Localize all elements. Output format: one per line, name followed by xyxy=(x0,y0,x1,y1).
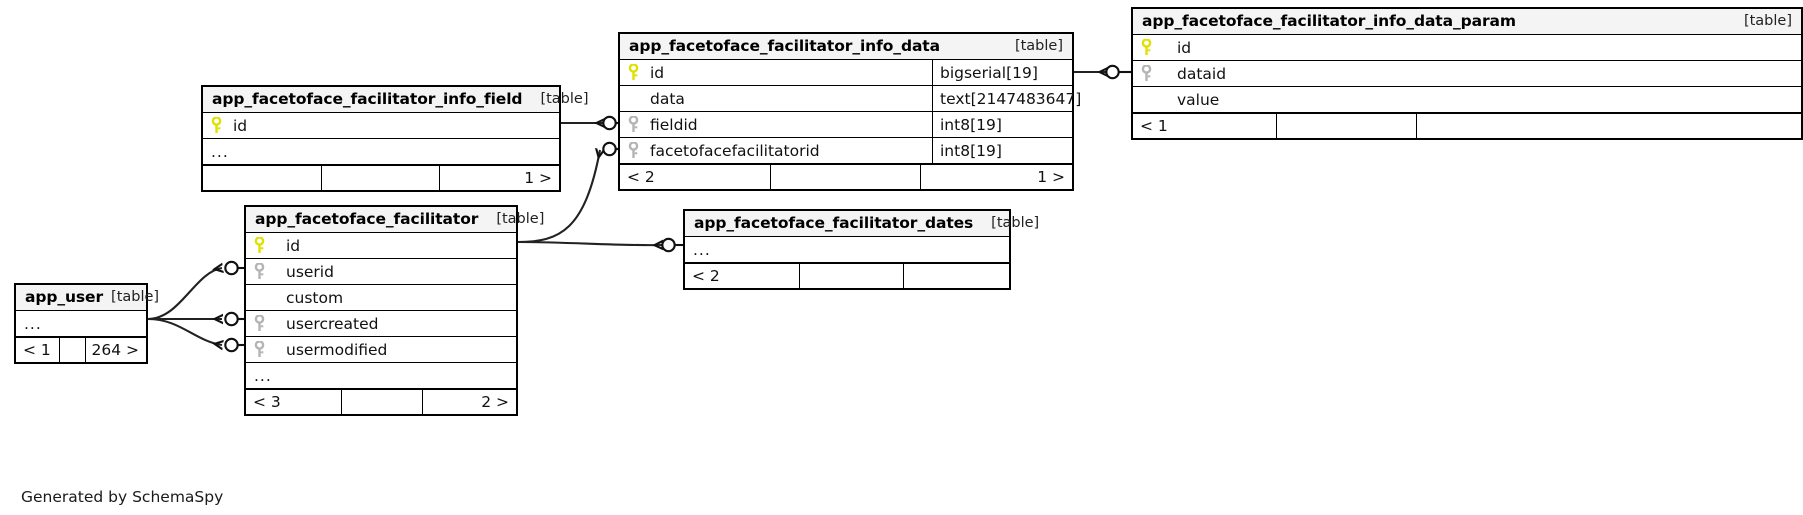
column-row[interactable]: id xyxy=(246,233,516,259)
table-header: app_facetoface_facilitator_info_data [ta… xyxy=(620,34,1072,60)
footer-children-count[interactable]: 264 > xyxy=(91,341,139,359)
table-node-facilitator-dates[interactable]: app_facetoface_facilitator_dates [table]… xyxy=(683,209,1039,290)
more-columns-ellipsis: ... xyxy=(203,139,559,165)
more-columns-ellipsis: ... xyxy=(16,311,146,337)
column-name: usermodified xyxy=(286,340,388,359)
table-header: app_facetoface_facilitator_info_data_par… xyxy=(1133,9,1801,35)
table-footer: 1 > xyxy=(203,165,559,190)
table-node-info-data[interactable]: app_facetoface_facilitator_info_data [ta… xyxy=(618,32,1081,191)
column-name: id xyxy=(233,116,248,135)
table-header: app_facetoface_facilitator_info_field [t… xyxy=(203,87,588,113)
column-datatype: int8[19] xyxy=(932,138,1072,163)
table-node-app-user[interactable]: app_user [table] ... < 1 264 > xyxy=(14,283,159,364)
column-row[interactable]: value xyxy=(1133,87,1801,113)
footer-rows-count xyxy=(322,166,441,190)
footer-children-count[interactable]: 1 > xyxy=(1037,168,1065,186)
column-datatype: bigserial[19] xyxy=(932,60,1072,85)
foreign-key-icon xyxy=(628,142,650,159)
foreign-key-icon xyxy=(1141,65,1163,82)
table-title: app_facetoface_facilitator_dates xyxy=(694,214,974,232)
footer-rows-count xyxy=(342,390,423,414)
edge-app-user-to-userid xyxy=(147,260,244,321)
foreign-key-icon xyxy=(628,116,650,133)
column-name: data xyxy=(650,89,685,108)
table-title: app_facetoface_facilitator xyxy=(255,210,479,228)
footer-parents-count[interactable]: < 2 xyxy=(685,264,801,288)
footer-children-count[interactable] xyxy=(1417,114,1801,138)
table-footer: < 2 1 > xyxy=(620,164,1072,189)
table-header: app_facetoface_facilitator_dates [table] xyxy=(685,211,1039,237)
table-header: app_facetoface_facilitator [table] xyxy=(246,207,544,233)
column-row[interactable]: usermodified xyxy=(246,337,516,363)
column-name: facetofacefacilitatorid xyxy=(650,141,820,160)
footer-parents-count[interactable]: < 1 xyxy=(1133,114,1277,138)
table-footer: < 1 xyxy=(1133,113,1801,138)
column-row[interactable]: id xyxy=(203,113,559,139)
column-row[interactable]: dataid xyxy=(1133,61,1801,87)
foreign-key-icon xyxy=(254,315,276,332)
footer-rows-count xyxy=(771,165,922,189)
column-name: usercreated xyxy=(286,314,379,333)
footer-rows-count xyxy=(800,264,904,288)
primary-key-icon xyxy=(628,64,650,81)
edge-info-field-to-fieldid xyxy=(561,115,618,131)
primary-key-icon xyxy=(211,117,233,134)
column-name: id xyxy=(286,236,301,255)
table-header: app_user [table] xyxy=(16,285,159,311)
footer-children-count[interactable] xyxy=(904,264,1009,288)
more-columns-ellipsis: ... xyxy=(685,237,1009,263)
table-type-tag: [table] xyxy=(1014,38,1063,54)
footer-parents-count[interactable]: < 3 xyxy=(246,390,342,414)
table-footer: < 3 2 > xyxy=(246,389,516,414)
table-type-tag: [table] xyxy=(991,215,1040,231)
column-row[interactable]: userid xyxy=(246,259,516,285)
table-title: app_facetoface_facilitator_info_data xyxy=(629,37,940,55)
table-footer: < 1 264 > xyxy=(16,337,146,362)
column-name: id xyxy=(650,63,665,82)
column-name: dataid xyxy=(1177,64,1227,83)
column-name: userid xyxy=(286,262,334,281)
edge-facilitator-to-dates xyxy=(517,237,683,253)
table-title: app_user xyxy=(25,288,104,306)
edge-app-user-to-usermodified xyxy=(147,317,244,353)
primary-key-icon xyxy=(1141,39,1163,56)
primary-key-icon xyxy=(254,237,276,254)
foreign-key-icon xyxy=(254,341,276,358)
table-node-info-data-param[interactable]: app_facetoface_facilitator_info_data_par… xyxy=(1131,7,1803,140)
generated-by-credit: Generated by SchemaSpy xyxy=(21,488,224,506)
column-row[interactable]: fieldid int8[19] xyxy=(620,112,1072,138)
edge-app-user-to-usercreated xyxy=(148,311,244,327)
column-name: fieldid xyxy=(650,115,698,134)
footer-children-count[interactable]: 1 > xyxy=(524,169,552,187)
more-columns-ellipsis: ... xyxy=(246,363,516,389)
table-type-tag: [table] xyxy=(496,211,545,227)
footer-parents-count[interactable]: < 2 xyxy=(620,165,771,189)
column-name: id xyxy=(1177,38,1192,57)
column-datatype: int8[19] xyxy=(932,112,1072,137)
table-title: app_facetoface_facilitator_info_data_par… xyxy=(1142,12,1516,30)
column-name: custom xyxy=(286,288,344,307)
edge-info-data-to-dataid xyxy=(1074,64,1131,80)
footer-children-count[interactable]: 2 > xyxy=(481,393,509,411)
footer-rows-count xyxy=(1277,114,1417,138)
table-type-tag: [table] xyxy=(111,289,160,305)
table-title: app_facetoface_facilitator_info_field xyxy=(212,90,523,108)
column-row[interactable]: data text[2147483647] xyxy=(620,86,1081,112)
column-row[interactable]: usercreated xyxy=(246,311,516,337)
column-row[interactable]: id bigserial[19] xyxy=(620,60,1072,86)
column-row[interactable]: id xyxy=(1133,35,1801,61)
foreign-key-icon xyxy=(254,263,276,280)
table-node-facilitator[interactable]: app_facetoface_facilitator [table] id xyxy=(244,205,544,416)
column-row[interactable]: facetofacefacilitatorid int8[19] xyxy=(620,138,1072,164)
footer-parents-count[interactable]: < 1 xyxy=(16,338,61,362)
table-type-tag: [table] xyxy=(1743,13,1792,29)
column-datatype: text[2147483647] xyxy=(932,86,1081,111)
table-node-info-field[interactable]: app_facetoface_facilitator_info_field [t… xyxy=(201,85,588,192)
footer-parents-count[interactable] xyxy=(203,166,322,190)
table-footer: < 2 xyxy=(685,263,1009,288)
column-row[interactable]: custom xyxy=(246,285,516,311)
column-name: value xyxy=(1177,90,1220,109)
footer-rows-count xyxy=(60,338,87,362)
table-type-tag: [table] xyxy=(540,91,589,107)
